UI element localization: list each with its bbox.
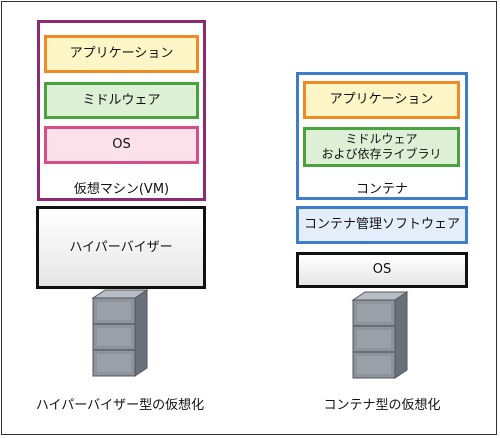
vm-middleware-box: ミドルウェア <box>44 82 199 119</box>
server-icon <box>91 289 149 377</box>
container-os-label: OS <box>372 262 392 277</box>
container-caption: コンテナ型の仮想化 <box>323 398 441 413</box>
container-application-box: アプリケーション <box>303 81 460 119</box>
server-icon <box>351 291 409 379</box>
container-middleware-label: ミドルウェア および依存ライブラリ <box>321 132 441 162</box>
container-os-box: OS <box>296 252 468 288</box>
container-middleware-box: ミドルウェア および依存ライブラリ <box>303 127 460 167</box>
vm-application-label: アプリケーション <box>69 46 174 61</box>
vm-os-label: OS <box>112 137 131 152</box>
container-application-label: アプリケーション <box>329 92 434 107</box>
vm-application-box: アプリケーション <box>44 35 199 73</box>
vm-os-box: OS <box>44 126 199 164</box>
container-middleware-line1: ミドルウェア <box>345 132 418 146</box>
virtual-machine-label: 仮想マシン(VM) <box>73 182 170 197</box>
container-label: コンテナ <box>355 182 408 197</box>
container-middleware-line2: および依存ライブラリ <box>321 147 442 161</box>
container-management-label: コンテナ管理ソフトウェア <box>303 217 460 232</box>
container-management-box: コンテナ管理ソフトウェア <box>296 206 468 244</box>
hypervisor-label: ハイパーバイザー <box>69 239 173 255</box>
hypervisor-box: ハイパーバイザー <box>36 206 206 289</box>
vm-middleware-label: ミドルウェア <box>82 92 161 108</box>
hypervisor-caption: ハイパーバイザー型の仮想化 <box>35 398 205 413</box>
